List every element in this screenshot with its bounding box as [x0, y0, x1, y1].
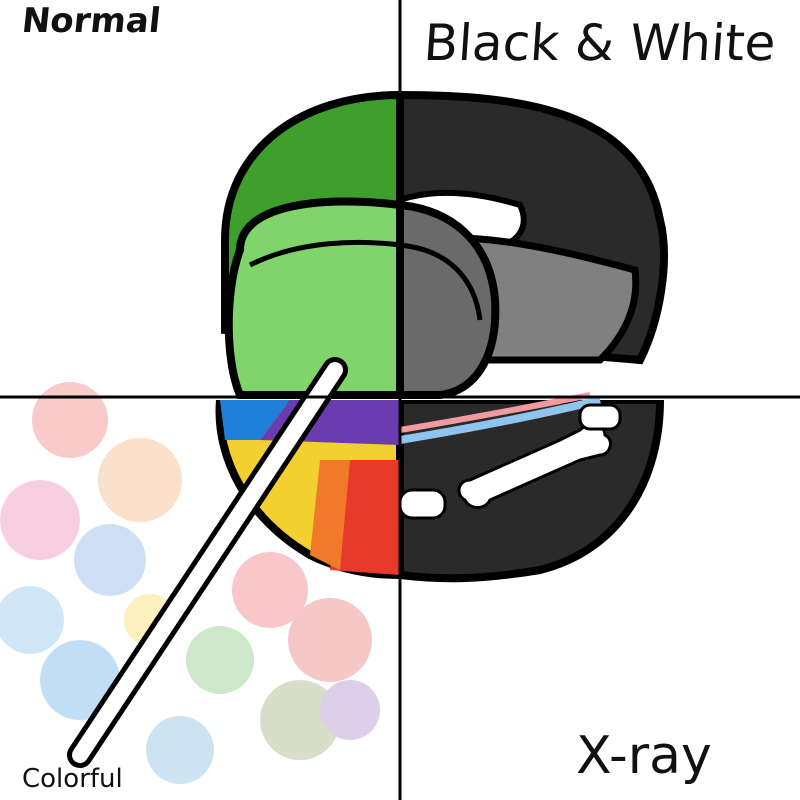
label-black-white: Black & White	[421, 14, 778, 72]
label-normal: Normal	[19, 1, 163, 41]
bone-icon	[398, 403, 622, 520]
label-xray: X-ray	[576, 726, 712, 786]
lower-lip	[215, 392, 665, 583]
label-colorful: Colorful	[22, 764, 123, 794]
lollipop-stick	[67, 357, 348, 768]
paint-splatter-icon	[0, 382, 380, 784]
lollipop-icon	[224, 197, 500, 399]
